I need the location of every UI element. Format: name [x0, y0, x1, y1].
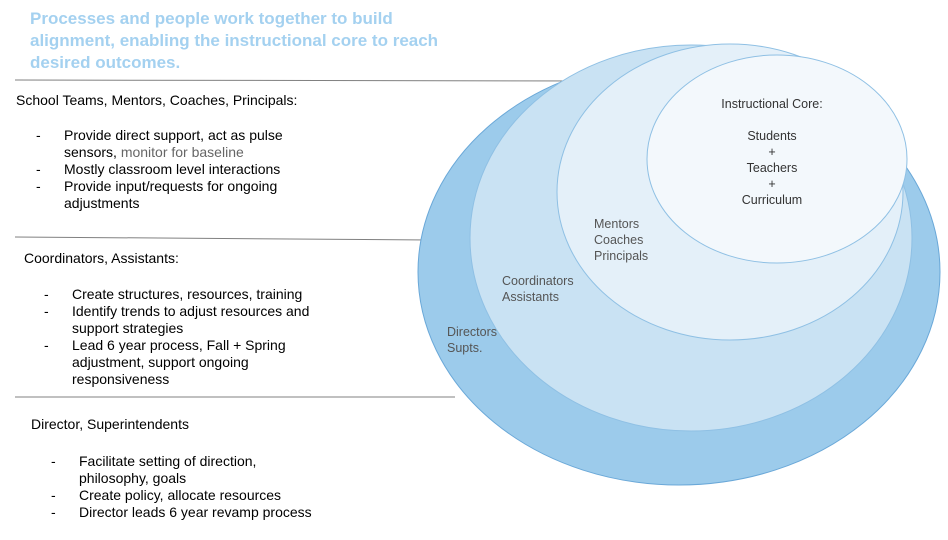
item-line: Lead 6 year process, Fall + Spring [72, 337, 286, 353]
item-line: Director leads 6 year revamp process [79, 504, 312, 520]
ring-label-outer: Directors Supts. [447, 324, 497, 356]
item-line: Mostly classroom level interactions [64, 161, 281, 177]
section-heading: School Teams, Mentors, Coaches, Principa… [16, 92, 298, 108]
dash-bullet: - [51, 453, 56, 469]
item-line: adjustment, support ongoing [72, 354, 249, 370]
title-line: desired outcomes. [30, 53, 181, 72]
item-line: philosophy, goals [79, 470, 187, 486]
item-line: Identify trends to adjust resources and [72, 303, 310, 319]
dash-bullet: - [51, 487, 56, 503]
item-line: support strategies [72, 320, 184, 336]
list-item: - Create policy, allocate resources [31, 487, 361, 504]
list-item: - Director leads 6 year revamp process [31, 504, 361, 521]
bullet-list: - Provide direct support, act as pulse s… [16, 127, 336, 212]
list-item: - Mostly classroom level interactions [16, 161, 336, 178]
item-line: Create policy, allocate resources [79, 487, 282, 503]
ring-label-line: Directors [447, 325, 498, 339]
section-directors: Director, Superintendents - Facilitate s… [31, 416, 361, 521]
item-muted-text: monitor for baseline [120, 144, 244, 160]
divider-line [14, 79, 611, 82]
item-line: Create structures, resources, training [72, 286, 303, 302]
instructional-core-label: Instructional Core: Students + Teachers … [712, 96, 832, 208]
title-line: Processes and people work together to bu… [30, 9, 393, 28]
core-line: Curriculum [741, 193, 803, 207]
section-heading: Coordinators, Assistants: [24, 250, 179, 266]
section-heading: Director, Superintendents [31, 416, 189, 432]
list-item: - Provide input/requests for ongoing adj… [16, 178, 336, 212]
page-title: Processes and people work together to bu… [30, 8, 450, 74]
core-line: + [768, 177, 776, 191]
item-line: Facilitate setting of direction, [79, 453, 257, 469]
ring-label-line: Principals [594, 249, 649, 263]
item-line: Provide direct support, act as pulse [64, 127, 283, 143]
core-title: Instructional Core: [721, 97, 823, 111]
core-line: Students [747, 129, 797, 143]
dash-bullet: - [44, 286, 49, 302]
list-item: - Lead 6 year process, Fall + Spring adj… [24, 337, 354, 388]
ring-core [646, 54, 908, 264]
dash-bullet: - [51, 504, 56, 520]
ring-label-line: Coaches [594, 233, 644, 247]
section-coordinators: Coordinators, Assistants: - Create struc… [24, 250, 354, 388]
dash-bullet: - [36, 161, 41, 177]
item-line: responsiveness [72, 371, 170, 387]
title-line: alignment, enabling the instructional co… [30, 31, 439, 50]
dash-bullet: - [36, 127, 41, 143]
list-item: - Create structures, resources, training [24, 286, 354, 303]
ring-label-line: Supts. [447, 341, 483, 355]
list-item: - Facilitate setting of direction, philo… [31, 453, 361, 487]
item-line-wrap: sensors, monitor for baseline [64, 144, 336, 161]
core-line: Teachers [746, 161, 798, 175]
ring-label-line: Assistants [502, 290, 559, 304]
dash-bullet: - [44, 337, 49, 353]
dash-bullet: - [44, 303, 49, 319]
item-line: adjustments [64, 195, 140, 211]
list-item: - Identify trends to adjust resources an… [24, 303, 354, 337]
item-line: Provide input/requests for ongoing [64, 178, 278, 194]
ring-label-second: Coordinators Assistants [502, 273, 574, 305]
ring-label-line: Mentors [594, 217, 640, 231]
section-school-teams: School Teams, Mentors, Coaches, Principa… [16, 92, 336, 212]
divider-line [14, 236, 431, 241]
bullet-list: - Facilitate setting of direction, philo… [31, 453, 361, 521]
core-line: + [768, 145, 776, 159]
list-item: - Provide direct support, act as pulse s… [16, 127, 336, 161]
ring-label-line: Coordinators [502, 274, 574, 288]
bullet-list: - Create structures, resources, training… [24, 286, 354, 388]
item-text: sensors, [64, 144, 121, 160]
dash-bullet: - [36, 178, 41, 194]
ring-label-third: Mentors Coaches Principals [594, 216, 648, 264]
